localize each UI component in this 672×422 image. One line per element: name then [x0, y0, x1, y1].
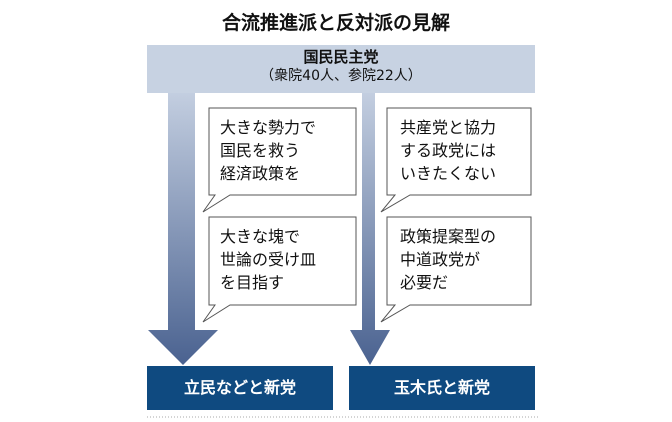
opinion-text: 大きな塊で 世論の受け皿 を目指す [220, 227, 317, 292]
party-seats: （衆院40人、参院22人） [260, 68, 422, 84]
speech-bubble [202, 216, 357, 323]
arrow-left [148, 93, 218, 365]
destination-left: 立民などと新党 [183, 378, 296, 397]
speech-bubble [380, 107, 532, 213]
diagram-title: 合流推進派と反対派の見解 [221, 12, 450, 34]
opinion-text: 政策提案型の 中道政党が 必要だ [400, 227, 497, 292]
dest-box-left [147, 366, 333, 410]
opinion-text: 大きな勢力で 国民を救う 経済政策を [220, 118, 317, 183]
dest-box-right [349, 366, 535, 410]
speech-bubble [380, 216, 532, 323]
destination-right: 玉木氏と新党 [393, 378, 490, 397]
party-label: 国民民主党 （衆院40人、参院22人） [147, 48, 535, 86]
party-name: 国民民主党 [303, 48, 379, 66]
speech-bubble [202, 107, 357, 213]
party-band [147, 45, 535, 93]
opinion-text: 共産党と協力 する政党には いきたくない [400, 118, 497, 183]
arrow-right [350, 93, 390, 365]
